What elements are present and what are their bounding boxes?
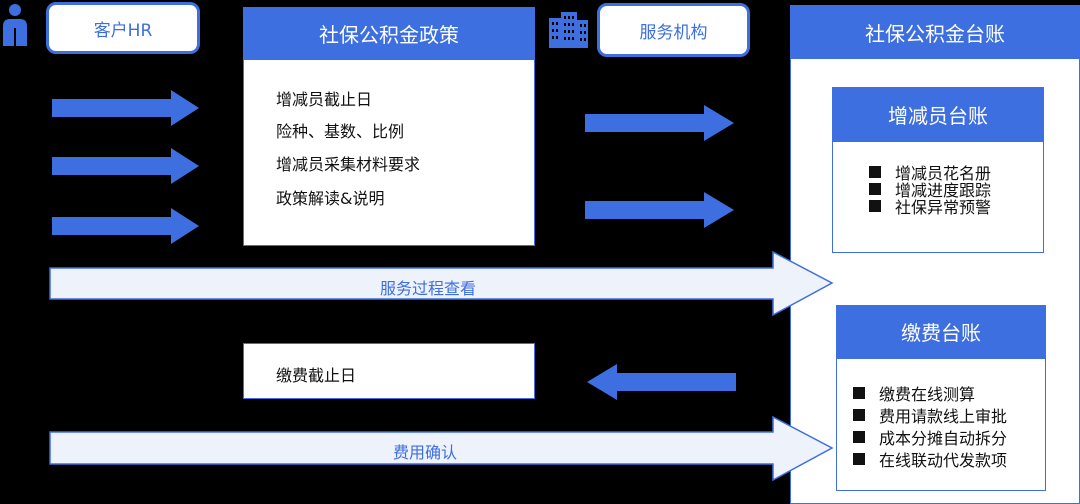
staffing-ledger-box: 增减员花名册 增减进度跟踪 社保异常预警 bbox=[832, 141, 1044, 253]
ledger-title-text: 社保公积金台账 bbox=[865, 21, 1005, 46]
ledger-title: 社保公积金台账 bbox=[790, 5, 1080, 59]
person-icon bbox=[3, 4, 27, 46]
staffing-ledger-title: 增减员台账 bbox=[832, 87, 1044, 141]
arrow-right-4 bbox=[585, 105, 734, 141]
payment-item: 缴费在线测算 bbox=[853, 381, 975, 405]
policy-title: 社保公积金政策 bbox=[243, 7, 535, 59]
payment-deadline-box: 缴费截止日 bbox=[243, 343, 535, 399]
staffing-item: 增减员花名册 bbox=[869, 160, 991, 184]
staffing-item: 增减进度跟踪 bbox=[869, 177, 991, 201]
arrow-right-2 bbox=[52, 148, 199, 184]
staffing-item: 社保异常预警 bbox=[869, 194, 991, 218]
arrow-right-3 bbox=[52, 208, 199, 244]
payment-deadline-text: 缴费截止日 bbox=[276, 366, 357, 385]
policy-title-text: 社保公积金政策 bbox=[319, 22, 459, 47]
policy-item: 增减员截止日 bbox=[276, 90, 373, 109]
arrow-right-1 bbox=[52, 90, 199, 126]
payment-item: 成本分摊自动拆分 bbox=[853, 425, 1007, 449]
payment-ledger-box: 缴费在线测算 费用请款线上审批 成本分摊自动拆分 在线联动代发款项 bbox=[836, 358, 1046, 491]
service-org-text: 服务机构 bbox=[639, 22, 708, 43]
payment-item: 费用请款线上审批 bbox=[853, 403, 1007, 427]
service-process-label: 服务过程查看 bbox=[379, 279, 476, 298]
service-org-label: 服务机构 bbox=[597, 3, 750, 57]
client-hr-text: 客户HR bbox=[93, 20, 153, 41]
staffing-ledger-title-text: 增减员台账 bbox=[888, 103, 988, 128]
fee-confirm-label: 费用确认 bbox=[392, 443, 457, 462]
arrow-left-1 bbox=[587, 364, 736, 400]
policy-item: 政策解读&说明 bbox=[276, 189, 385, 208]
policy-item: 增减员采集材料要求 bbox=[276, 155, 421, 174]
payment-ledger-title: 缴费台账 bbox=[836, 305, 1046, 358]
policy-box: 增减员截止日 险种、基数、比例 增减员采集材料要求 政策解读&说明 bbox=[243, 59, 535, 246]
arrow-right-5 bbox=[585, 192, 734, 228]
client-hr-label: 客户HR bbox=[46, 2, 200, 54]
payment-ledger-title-text: 缴费台账 bbox=[901, 321, 981, 345]
policy-item: 险种、基数、比例 bbox=[276, 122, 405, 141]
payment-item: 在线联动代发款项 bbox=[853, 447, 1007, 471]
